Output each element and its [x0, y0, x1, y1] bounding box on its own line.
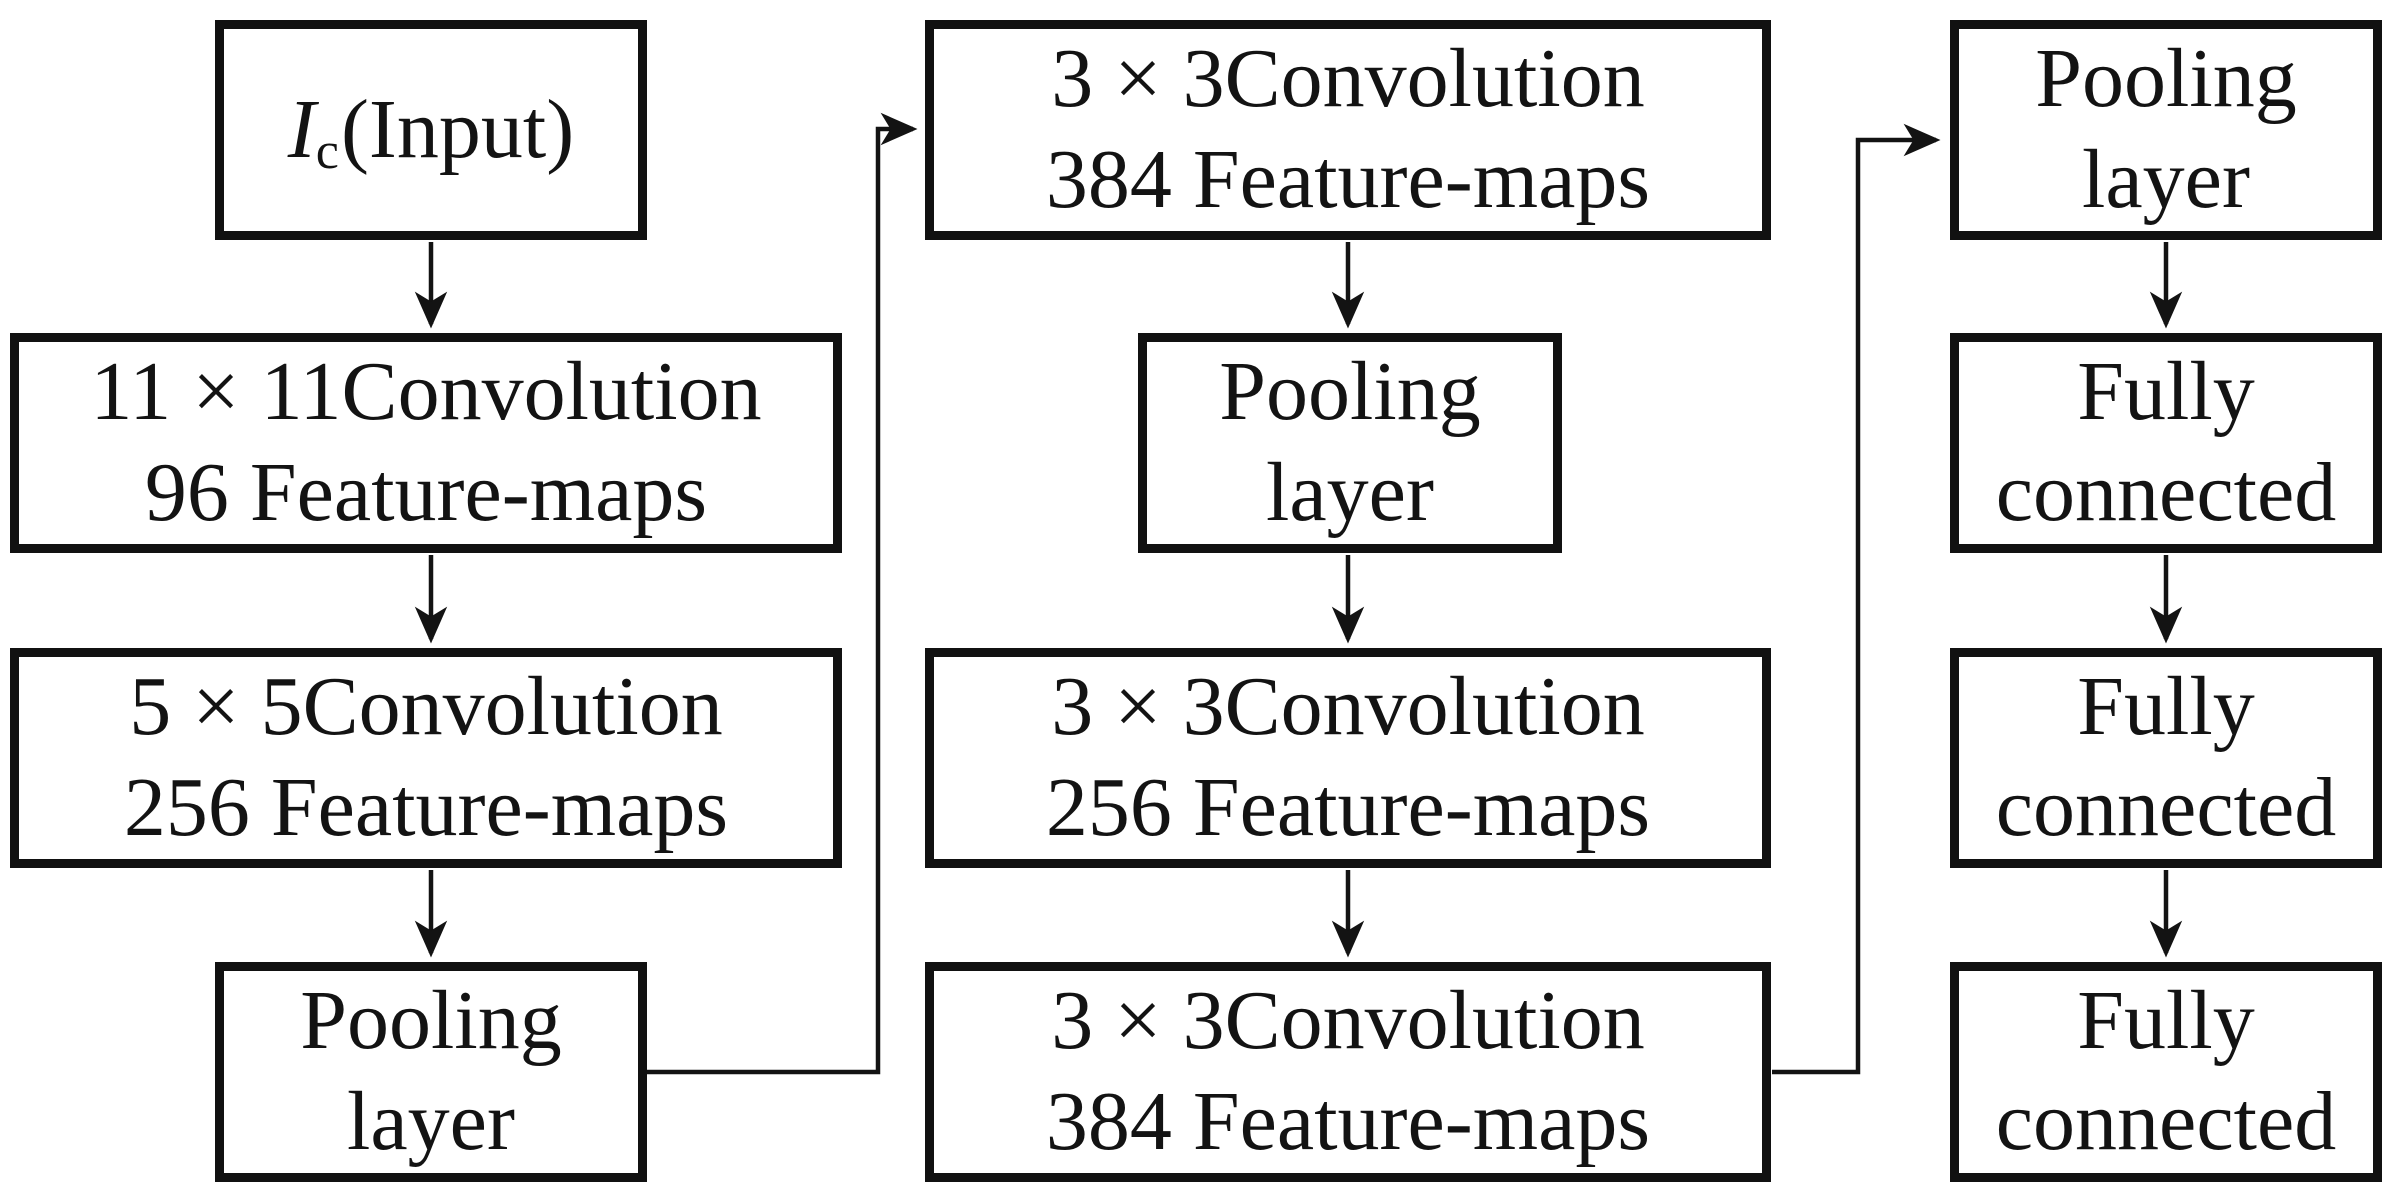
box-line: 256 Feature-maps: [1045, 761, 1651, 854]
connector-conv384b-to-pool3: [1772, 123, 1941, 1075]
box-line: layer: [1266, 446, 1434, 539]
box-line: layer: [2082, 133, 2250, 226]
box-line: connected: [1995, 1075, 2337, 1168]
box-line: Fully: [2077, 345, 2255, 439]
box-line: Pooling: [1219, 345, 1481, 439]
box-line: 3 × 3Convolution: [1051, 660, 1645, 754]
box-line: 5 × 5Convolution: [129, 660, 723, 754]
box-conv-3x3-256: 3 × 3Convolution 256 Feature-maps: [925, 648, 1771, 868]
input-symbol: I: [287, 82, 316, 176]
box-input: Ic(Input): [215, 20, 647, 240]
input-subscript: c: [315, 123, 339, 181]
box-conv-3x3-384-a: 3 × 3Convolution 384 Feature-maps: [925, 20, 1771, 240]
box-fully-connected-2: Fully connected: [1950, 648, 2382, 868]
input-suffix: (Input): [340, 82, 575, 176]
box-line: 3 × 3Convolution: [1051, 974, 1645, 1068]
box-input-label: Ic(Input): [288, 80, 574, 181]
box-fully-connected-3: Fully connected: [1950, 962, 2382, 1182]
box-line: 96 Feature-maps: [144, 446, 708, 539]
box-line: layer: [347, 1075, 515, 1168]
connector-pool1-to-conv384a: [647, 112, 918, 1075]
box-line: 384 Feature-maps: [1045, 1075, 1651, 1168]
box-pooling-3: Pooling layer: [1950, 20, 2382, 240]
box-conv-11x11: 11 × 11Convolution 96 Feature-maps: [10, 333, 842, 553]
box-line: Fully: [2077, 974, 2255, 1068]
box-conv-3x3-384-b: 3 × 3Convolution 384 Feature-maps: [925, 962, 1771, 1182]
box-line: Pooling: [2035, 32, 2297, 126]
box-line: Fully: [2077, 660, 2255, 754]
box-line: 384 Feature-maps: [1045, 133, 1651, 226]
box-line: 256 Feature-maps: [123, 761, 729, 854]
box-pooling-2: Pooling layer: [1138, 333, 1562, 553]
box-conv-5x5: 5 × 5Convolution 256 Feature-maps: [10, 648, 842, 868]
box-line: 3 × 3Convolution: [1051, 32, 1645, 126]
box-line: 11 × 11Convolution: [90, 345, 762, 439]
box-fully-connected-1: Fully connected: [1950, 333, 2382, 553]
box-line: connected: [1995, 446, 2337, 539]
box-line: connected: [1995, 761, 2337, 854]
box-pooling-1: Pooling layer: [215, 962, 647, 1182]
box-line: Pooling: [300, 974, 562, 1068]
